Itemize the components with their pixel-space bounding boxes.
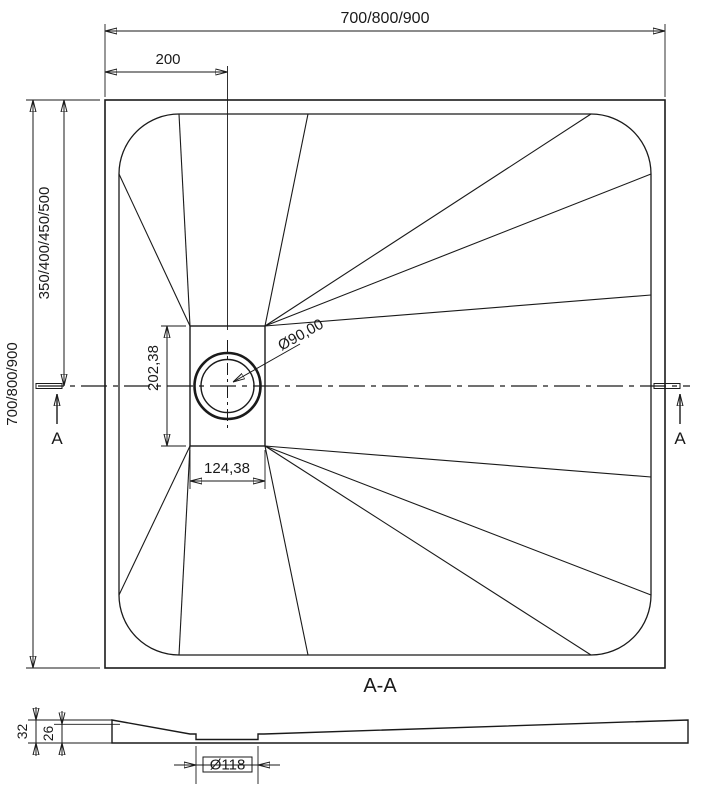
section-thickness-dims: 32 26 [14,707,120,756]
dim-drain-hole: Ø118 [210,757,246,774]
section-tick-right [653,383,681,389]
dim-inner-thickness: 26 [40,726,56,742]
dim-drain-diameter: Ø90,00 [275,316,326,355]
section-label-right: A [674,429,686,448]
section-markers: A A [51,394,686,448]
tray-inner-outline [118,113,652,656]
top-view: A A [35,99,690,669]
dim-overall-width: 700/800/900 [341,10,430,27]
dim-drain-offset: 200 [155,51,180,68]
dim-overall-height: 700/800/900 [4,342,21,425]
tray-outer-outline [104,99,666,669]
slope-lines [118,113,652,656]
dimensions-left: 700/800/900 350/400/450/500 [4,99,100,669]
dim-drainbox-width: 124,38 [204,460,250,477]
drain-diameter-leader [233,343,301,382]
section-title: A-A [363,675,397,697]
dim-half-height: 350/400/450/500 [36,187,53,300]
section-view: A-A 32 26 Ø118 [14,675,689,784]
dimensions-top: 700/800/900 200 [104,10,666,330]
dimensions-drain: 202,38 124,38 Ø90,00 [145,316,326,489]
dim-total-thickness: 32 [14,724,30,740]
section-label-left: A [51,429,63,448]
section-profile [111,719,689,744]
dim-drainbox-height: 202,38 [145,345,162,391]
section-drain-hole-dim: Ø118 [174,746,280,784]
